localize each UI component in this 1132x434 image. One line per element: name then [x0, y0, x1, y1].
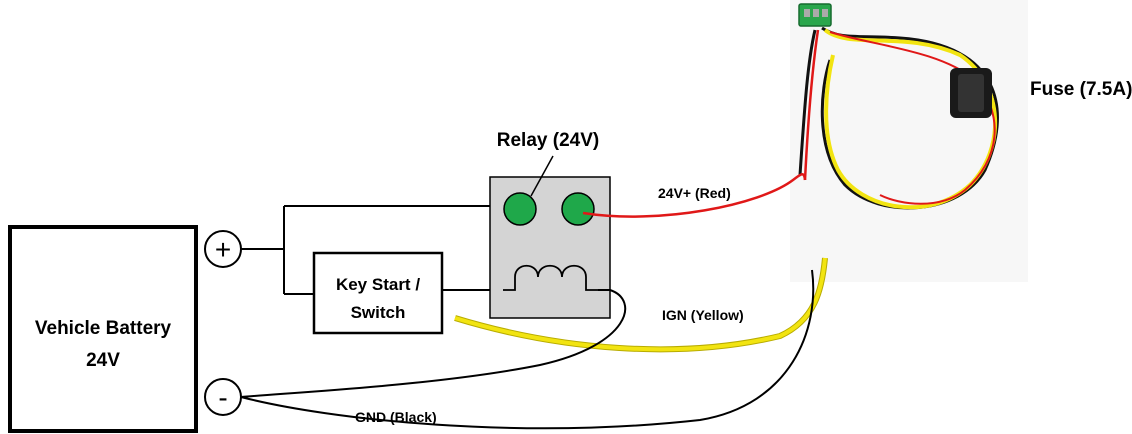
- power-wire-label: 24V+ (Red): [658, 185, 731, 201]
- relay-coil-symbol: [503, 264, 598, 291]
- harness-red-lead: [803, 29, 820, 181]
- coil-ground-wire: [240, 289, 627, 398]
- battery-label-line1: Vehicle Battery: [35, 318, 172, 339]
- switch-box: [312, 251, 444, 335]
- battery-label-line2: 24V: [86, 350, 120, 371]
- fuse-holder: [950, 68, 992, 118]
- black-ground-wire: [240, 269, 815, 430]
- red-power-wire: [582, 173, 807, 218]
- positive-bus-wires: [241, 205, 503, 295]
- relay-label: Relay (24V): [497, 130, 599, 151]
- ground-wire-label: GND (Black): [355, 409, 437, 425]
- fuse-holder-cap: [958, 74, 984, 112]
- switch-label-line2: Switch: [351, 303, 406, 322]
- harness-red-loop: [829, 31, 996, 205]
- ignition-wire-label: IGN (Yellow): [662, 307, 744, 323]
- battery-positive-terminal: +: [204, 230, 242, 268]
- key-start-switch: Key Start / Switch: [312, 251, 444, 335]
- positive-symbol: +: [215, 234, 231, 265]
- connector-screw: [804, 9, 810, 17]
- terminal-connector: [798, 3, 832, 27]
- relay-contact-right: [561, 192, 595, 226]
- fuse-label: Fuse (7.5A): [1030, 79, 1132, 100]
- negative-symbol: -: [218, 382, 227, 413]
- relay-contact-left: [503, 192, 537, 226]
- relay-label-leader: [530, 155, 554, 197]
- battery-box: [8, 225, 198, 433]
- connector-screw: [813, 9, 819, 17]
- relay: Relay (24V): [489, 130, 611, 319]
- connector-screw: [822, 9, 828, 17]
- vehicle-battery: Vehicle Battery 24V: [8, 225, 198, 433]
- battery-negative-terminal: -: [204, 378, 242, 416]
- harness-photo: [790, 0, 1028, 282]
- harness-black-loop: [820, 26, 999, 210]
- yellow-ignition-wire: [454, 257, 827, 352]
- switch-label-line1: Key Start /: [336, 275, 420, 294]
- harness-black-lead: [798, 29, 817, 176]
